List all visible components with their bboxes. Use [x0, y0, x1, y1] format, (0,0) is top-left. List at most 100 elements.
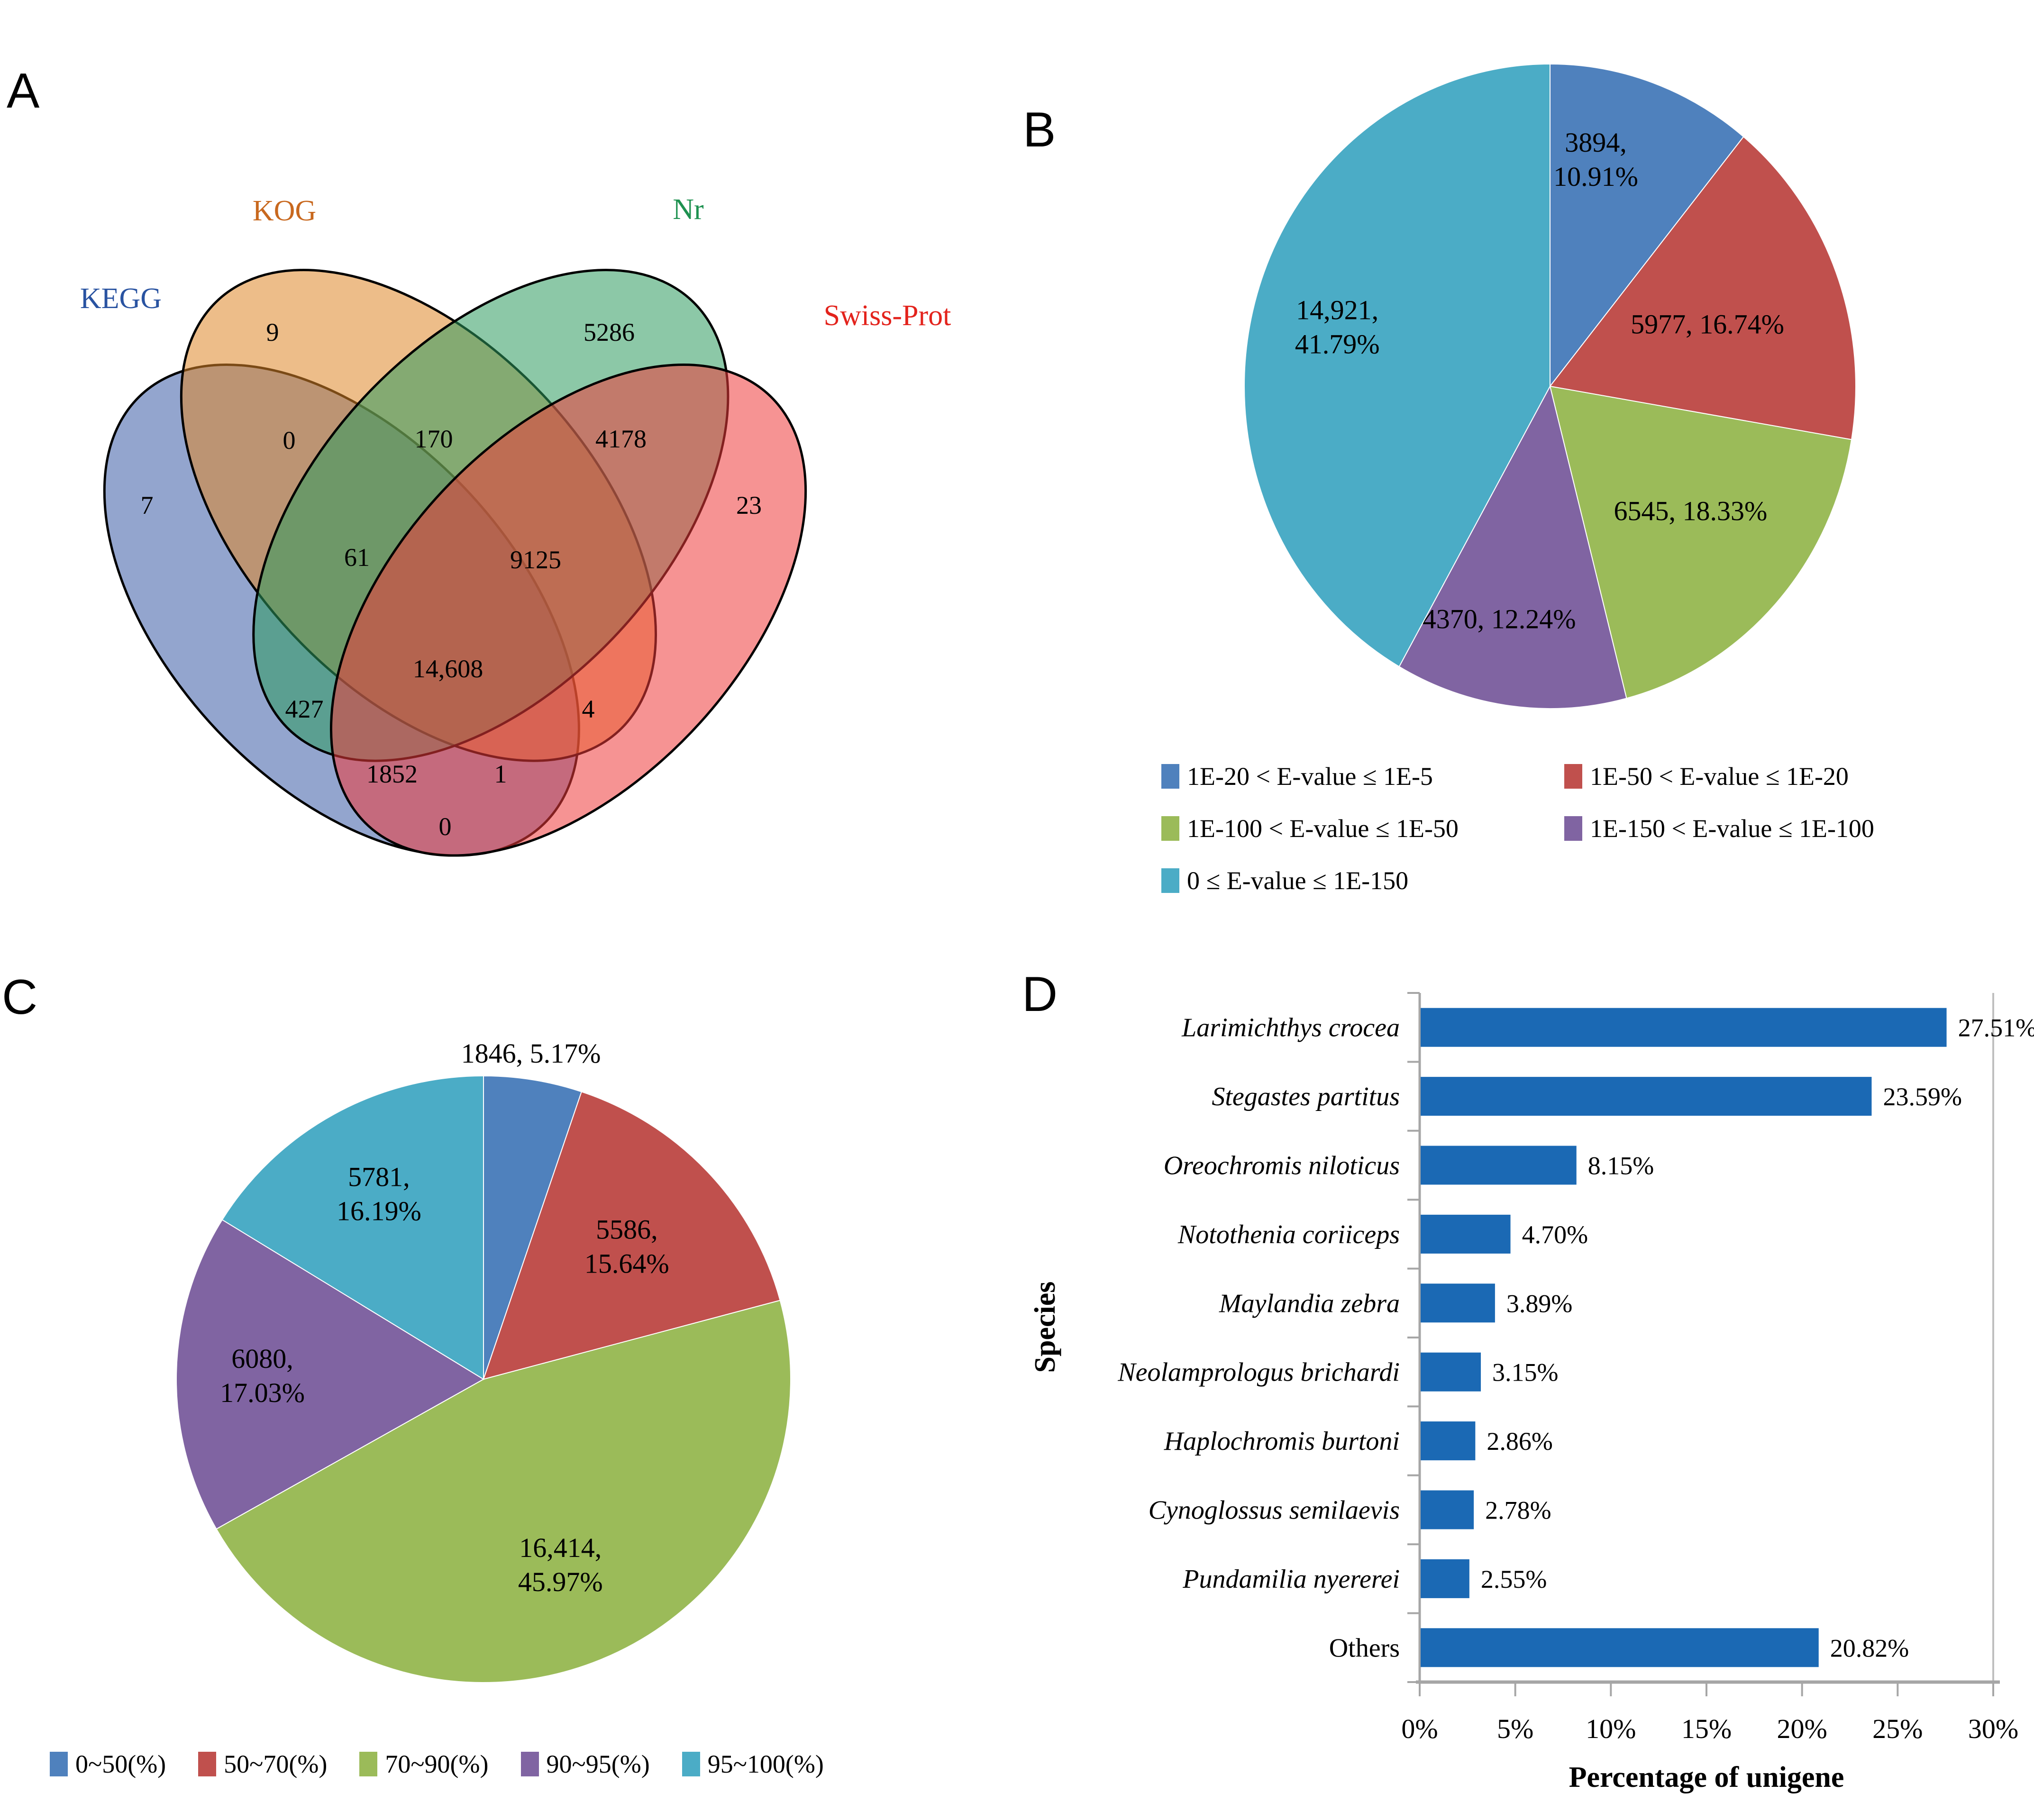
venn-count-swissprot: 23 — [736, 491, 762, 519]
category-label-5: Neolamprologus brichardi — [1117, 1358, 1400, 1387]
evalue-legend-item-0: 1E-20 < E-value ≤ 1E-5 — [1161, 762, 1564, 791]
venn-count-kog: 9 — [266, 318, 279, 346]
x-tick-label-1: 5% — [1497, 1713, 1533, 1744]
similarity-pie-label-2: 45.97% — [518, 1566, 603, 1597]
evalue-legend-label-4: 0 ≤ E-value ≤ 1E-150 — [1187, 866, 1409, 895]
similarity-pie-label-3: 6080, — [231, 1343, 293, 1374]
category-label-0: Larimichthys crocea — [1181, 1013, 1400, 1043]
x-tick-label-4: 20% — [1777, 1713, 1827, 1744]
similarity-legend-label-0: 0~50(%) — [75, 1750, 166, 1778]
similarity-pie-label-3: 17.03% — [220, 1377, 305, 1408]
venn-set-label-kegg: KEGG — [80, 282, 162, 315]
value-label-7: 2.78% — [1485, 1496, 1551, 1525]
evalue-pie-label-4: 14,921, — [1296, 295, 1378, 326]
y-axis-title: Species — [1029, 1282, 1061, 1373]
similarity-pie-slice-4 — [221, 1075, 484, 1380]
venn-count-kegg: 7 — [141, 491, 154, 519]
bar-4 — [1421, 1283, 1495, 1323]
venn-set-label-nr: Nr — [673, 193, 704, 226]
similarity-legend-item-3: 90~95(%) — [520, 1750, 650, 1778]
panel-letter-b: B — [1023, 102, 1056, 157]
x-tick-label-5: 25% — [1872, 1713, 1923, 1744]
bar-8 — [1421, 1559, 1469, 1598]
bar-6 — [1421, 1421, 1476, 1461]
evalue-pie-label-2: 6545, 18.33% — [1614, 495, 1768, 526]
evalue-pie-label-0: 10.91% — [1553, 161, 1638, 192]
similarity-legend-swatch-4 — [682, 1752, 700, 1776]
value-label-3: 4.70% — [1522, 1220, 1588, 1249]
evalue-legend-swatch-3 — [1564, 816, 1582, 841]
evalue-legend-item-4: 0 ≤ E-value ≤ 1E-150 — [1161, 866, 1564, 895]
similarity-legend-label-1: 50~70(%) — [224, 1750, 328, 1778]
evalue-pie-legend: 1E-20 < E-value ≤ 1E-5 1E-50 < E-value ≤ … — [1161, 762, 1874, 895]
bar-9 — [1421, 1628, 1819, 1667]
similarity-pie-label-2: 16,414, — [519, 1532, 602, 1563]
evalue-legend-label-0: 1E-20 < E-value ≤ 1E-5 — [1187, 762, 1433, 791]
venn-ellipse-swissprot — [260, 265, 876, 956]
bar-3 — [1421, 1214, 1511, 1254]
evalue-pie-slice-0 — [1550, 63, 1744, 388]
category-label-6: Haplochromis burtoni — [1164, 1427, 1400, 1456]
similarity-pie-label-4: 5781, — [348, 1162, 410, 1192]
venn-count-kog-nr: 170 — [415, 425, 453, 453]
evalue-pie-slice-1 — [1549, 136, 1856, 440]
similarity-legend-label-4: 95~100(%) — [707, 1750, 824, 1778]
similarity-pie-slice-3 — [176, 1219, 484, 1530]
venn-count-kog-swissprot: 4 — [582, 695, 595, 723]
category-label-8: Pundamilia nyererei — [1182, 1565, 1400, 1594]
evalue-pie-slice-3 — [1398, 385, 1627, 709]
similarity-pie-slice-1 — [483, 1091, 781, 1380]
bar-5 — [1421, 1352, 1481, 1392]
similarity-legend-item-1: 50~70(%) — [198, 1750, 327, 1778]
evalue-pie-label-3: 4370, 12.24% — [1423, 603, 1576, 634]
similarity-legend-label-2: 70~90(%) — [385, 1750, 489, 1778]
venn-set-label-swissprot: Swiss-Prot — [824, 300, 951, 332]
bar-0 — [1421, 1008, 1947, 1047]
venn-count-kegg-nr-swissprot: 1852 — [366, 760, 418, 788]
venn-set-label-kog: KOG — [253, 195, 316, 227]
venn-count-kegg-nr: 427 — [285, 695, 324, 723]
evalue-legend-swatch-4 — [1161, 868, 1179, 893]
category-label-2: Oreochromis niloticus — [1164, 1151, 1400, 1181]
venn-ellipse-group — [33, 170, 877, 956]
category-label-1: Stegastes partitus — [1212, 1082, 1400, 1111]
x-tick-label-0: 0% — [1401, 1713, 1438, 1744]
evalue-pie-slice-4 — [1244, 63, 1551, 667]
similarity-pie-slice-2 — [216, 1300, 791, 1683]
similarity-pie-legend: 0~50(%) 50~70(%) 70~90(%) 90~95(%) 95~100(%) — [50, 1750, 824, 1778]
evalue-legend-item-2: 1E-100 < E-value ≤ 1E-50 — [1161, 814, 1564, 843]
panel-letter-a: A — [7, 64, 40, 118]
similarity-legend-item-4: 95~100(%) — [682, 1750, 824, 1778]
value-label-4: 3.89% — [1506, 1289, 1572, 1318]
similarity-legend-swatch-0 — [50, 1752, 68, 1776]
category-label-4: Maylandia zebra — [1219, 1289, 1400, 1318]
x-axis-title: Percentage of unigene — [1569, 1761, 1844, 1793]
venn-count-kog-nr-swissprot: 9125 — [510, 546, 561, 574]
evalue-pie-label-1: 5977, 16.74% — [1631, 309, 1784, 339]
evalue-legend-swatch-1 — [1564, 764, 1582, 789]
value-label-2: 8.15% — [1588, 1152, 1654, 1180]
venn-count-nr: 5286 — [584, 318, 635, 346]
category-label-9: Others — [1329, 1633, 1400, 1663]
bar-1 — [1421, 1077, 1872, 1116]
venn-count-all-four: 14,608 — [413, 655, 483, 683]
similarity-legend-item-0: 0~50(%) — [50, 1750, 166, 1778]
bar-2 — [1421, 1146, 1577, 1185]
evalue-legend-item-3: 1E-150 < E-value ≤ 1E-100 — [1564, 814, 1874, 843]
evalue-legend-label-1: 1E-50 < E-value ≤ 1E-20 — [1590, 762, 1849, 791]
x-tick-label-2: 10% — [1586, 1713, 1636, 1744]
evalue-pie-label-4: 41.79% — [1295, 329, 1380, 360]
similarity-legend-swatch-1 — [198, 1752, 217, 1776]
x-tick-label-3: 15% — [1681, 1713, 1732, 1744]
evalue-legend-swatch-0 — [1161, 764, 1179, 789]
venn-count-kegg-kog: 0 — [283, 426, 296, 455]
similarity-legend-label-3: 90~95(%) — [546, 1750, 650, 1778]
similarity-legend-swatch-3 — [520, 1752, 539, 1776]
x-tick-label-6: 30% — [1968, 1713, 2018, 1744]
value-label-5: 3.15% — [1492, 1358, 1558, 1387]
